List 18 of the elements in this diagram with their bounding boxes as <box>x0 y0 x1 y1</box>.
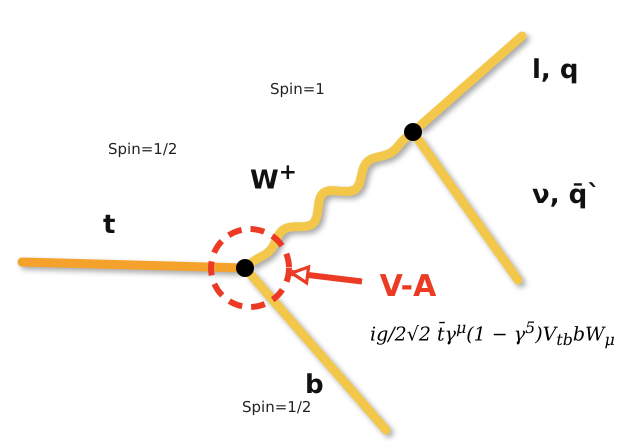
wavy-line <box>248 133 410 267</box>
spin-label: Spin=1 <box>270 80 325 98</box>
particle-label: W$^{+}$ <box>250 160 297 196</box>
spin-label: Spin=1/2 <box>242 398 312 416</box>
particle-label: ν, q̄` <box>532 180 600 210</box>
particle-label: t <box>103 210 116 240</box>
vertex-dot <box>236 259 254 277</box>
particle-line <box>246 270 390 434</box>
particle-label: l, q <box>532 55 578 85</box>
arrow <box>290 265 362 284</box>
formula: ig/2√2 t̄γ$^{μ}$(1 − γ$^{5}$)V$_{tb}$bW$_{μ}$ <box>370 318 615 350</box>
particle-label: b <box>305 370 324 400</box>
spin-label: Spin=1/2 <box>108 140 178 158</box>
particle-line <box>414 134 522 284</box>
particle-line <box>415 32 526 131</box>
vertex-dot <box>404 123 422 141</box>
dashed-circle <box>208 226 292 310</box>
coupling-label: V-A <box>366 268 450 306</box>
